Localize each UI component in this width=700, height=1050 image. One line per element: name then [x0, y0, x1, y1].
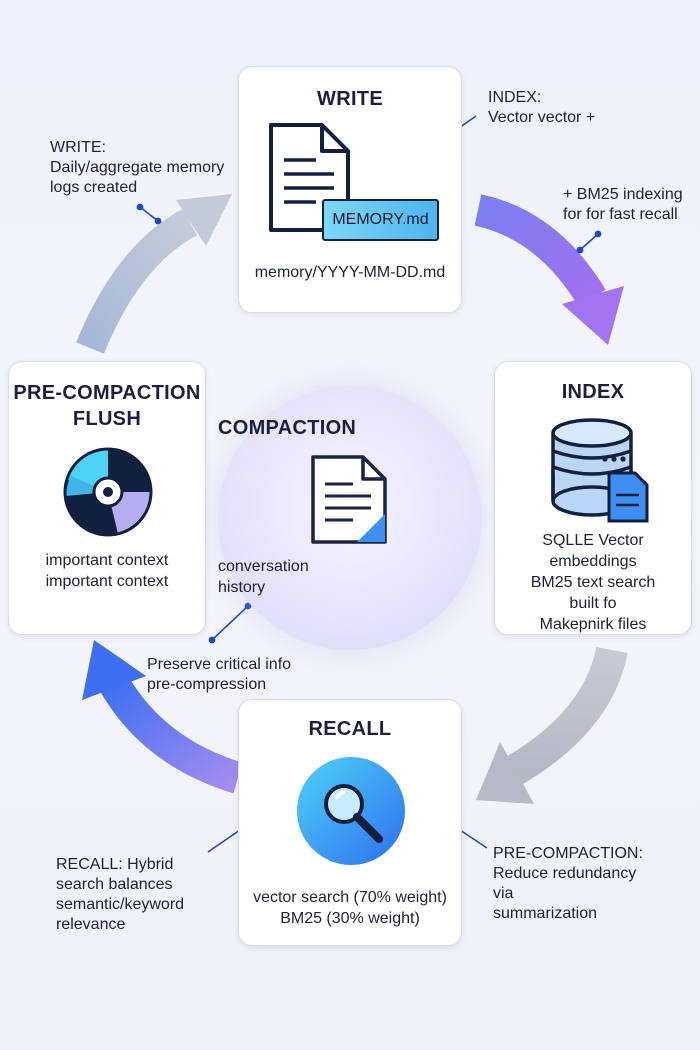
arrow-write-to-index — [474, 194, 624, 345]
note-line: for for fast recall — [563, 206, 678, 223]
disc-icon — [63, 447, 153, 537]
note-line: pre-compression — [147, 676, 267, 693]
index-note-top: INDEX: Vector vector + — [488, 88, 595, 128]
compaction-text: conversation history — [218, 556, 482, 598]
recall-line: BM25 (30% weight) — [280, 910, 420, 927]
small-document-icon — [311, 455, 387, 544]
compaction-line: history — [218, 579, 266, 596]
index-line: Makepnirk files — [539, 616, 647, 633]
note-line: Vector vector + — [488, 109, 596, 126]
arrow-index-to-recall — [476, 646, 628, 804]
note-line: relevance — [56, 916, 126, 933]
note-line: semantic/keyword — [56, 896, 185, 913]
index-text: SQLLE Vector embeddings BM25 text search… — [495, 530, 691, 635]
recall-note: RECALL: Hybrid search balances semantic/… — [56, 855, 184, 935]
note-line: logs created — [50, 179, 138, 196]
arrow-flush-to-write — [76, 194, 232, 354]
recall-text: vector search (70% weight) BM25 (30% wei… — [239, 887, 461, 929]
index-line: embeddings — [549, 553, 637, 570]
precompaction-note: PRE-COMPACTION: Reduce redundancy via su… — [493, 844, 643, 924]
flush-line: important context — [45, 552, 169, 569]
note-line: RECALL: Hybrid — [56, 856, 174, 873]
index-card: INDEX SQLLE Vector embeddings BM25 text … — [494, 361, 692, 635]
note-line: INDEX: — [488, 89, 542, 106]
note-line: summarization — [493, 905, 598, 922]
flush-card: PRE-COMPACTION FLUSH important context i… — [8, 361, 206, 635]
note-line: via — [493, 885, 514, 902]
preserve-note: Preserve critical info pre-compression — [147, 655, 291, 695]
memory-md-badge: MEMORY.md — [322, 199, 439, 241]
arrow-recall-to-flush — [82, 640, 243, 794]
recall-line: vector search (70% weight) — [253, 889, 447, 906]
magnifier-icon — [297, 757, 405, 865]
flush-title-line: FLUSH — [72, 408, 142, 430]
note-line: Daily/aggregate memory — [50, 159, 225, 176]
compaction-hub: COMPACTION conversation history — [218, 386, 482, 650]
compaction-line: conversation — [218, 558, 309, 575]
note-line: PRE-COMPACTION: — [493, 845, 643, 862]
flush-title: PRE-COMPACTION FLUSH — [9, 380, 205, 432]
note-line: Preserve critical info — [147, 656, 292, 673]
flush-text: important context important context — [9, 550, 205, 592]
write-note: WRITE: Daily/aggregate memory logs creat… — [50, 138, 224, 198]
note-line: search balances — [56, 876, 173, 893]
index-line: SQLLE Vector — [542, 532, 644, 549]
note-line: Reduce redundancy — [493, 865, 637, 882]
index-note-bottom: + BM25 indexing for for fast recall — [563, 185, 683, 225]
note-line: + BM25 indexing — [563, 186, 683, 203]
index-line: built fo — [569, 595, 617, 612]
note-line: WRITE: — [50, 139, 106, 156]
flush-line: important context — [45, 573, 169, 590]
write-path: memory/YYYY-MM-DD.md — [254, 264, 446, 281]
database-icon — [551, 418, 649, 523]
recall-card: RECALL vector search (70% weight) BM25 (… — [238, 699, 462, 946]
write-title: WRITE — [317, 88, 383, 110]
index-title: INDEX — [561, 381, 625, 403]
index-line: BM25 text search — [530, 574, 656, 591]
compaction-title: COMPACTION — [218, 417, 357, 439]
recall-title: RECALL — [308, 718, 392, 740]
flush-title-line: PRE-COMPACTION — [13, 382, 201, 404]
